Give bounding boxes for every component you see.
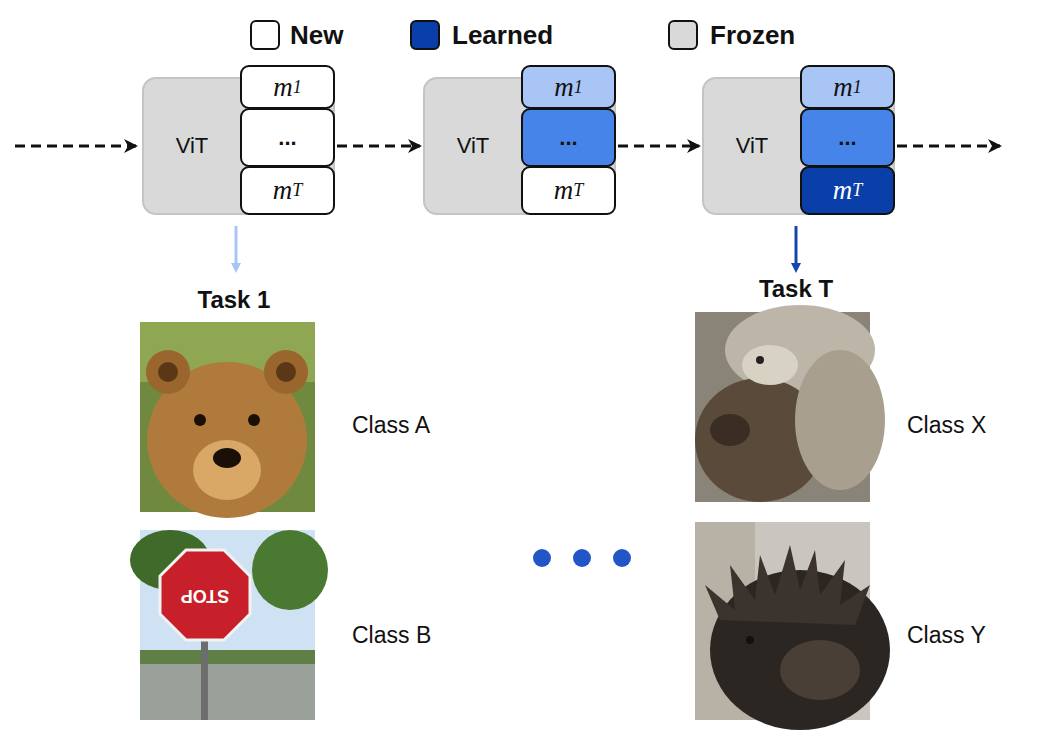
module-box: mT	[240, 166, 335, 215]
flow-arrow	[337, 145, 420, 148]
stop-sign-photo	[130, 530, 328, 720]
module-index: 1	[293, 77, 302, 98]
legend-swatch	[410, 20, 440, 50]
module-name: ...	[278, 125, 296, 151]
legend-swatch	[668, 20, 698, 50]
class-label: Class A	[352, 412, 430, 439]
class-label: Class X	[907, 412, 986, 439]
module-box: mT	[521, 166, 616, 215]
module-name: m	[273, 175, 293, 206]
module-name: m	[273, 72, 293, 103]
task-arrow	[795, 226, 798, 268]
ellipsis-dot	[613, 549, 631, 567]
block-label: ViT	[736, 133, 769, 159]
task-label: Task 1	[198, 286, 271, 314]
task-label: Task T	[759, 275, 833, 303]
module-name: ...	[838, 125, 856, 151]
module-box: m1	[800, 65, 895, 109]
input-arrow	[15, 145, 136, 148]
module-box: ...	[521, 108, 616, 167]
vit-block: ViT m 1... mT	[702, 77, 895, 215]
legend-text: Learned	[452, 20, 553, 51]
task-arrow	[235, 226, 238, 268]
output-arrow	[897, 145, 1000, 148]
block-label: ViT	[176, 133, 209, 159]
class-label: Class Y	[907, 622, 986, 649]
flow-arrow	[618, 145, 699, 148]
module-index: 1	[574, 77, 583, 98]
module-name: m	[554, 72, 574, 103]
module-box: m1	[521, 65, 616, 109]
vit-block: ViT m 1... mT	[423, 77, 616, 215]
vit-block: ViT m 1... mT	[142, 77, 335, 215]
module-index: T	[573, 180, 583, 201]
module-index: T	[292, 180, 302, 201]
module-box: m1	[240, 65, 335, 109]
bear-photo	[140, 322, 315, 518]
block-label: ViT	[457, 133, 490, 159]
module-index: T	[852, 180, 862, 201]
module-index: 1	[853, 77, 862, 98]
legend-text: New	[290, 20, 343, 51]
module-name: ...	[559, 125, 577, 151]
module-box: mT	[800, 166, 895, 215]
module-box: ...	[800, 108, 895, 167]
module-box: ...	[240, 108, 335, 167]
class-label: Class B	[352, 622, 431, 649]
porcupine-photo	[695, 522, 890, 730]
legend-text: Frozen	[710, 20, 795, 51]
ellipsis-dot	[533, 549, 551, 567]
sign-text: STOP	[181, 585, 230, 606]
module-name: m	[833, 175, 853, 206]
legend-swatch	[250, 20, 280, 50]
ellipsis-dot	[573, 549, 591, 567]
module-name: m	[554, 175, 574, 206]
sheep-photo	[695, 305, 885, 502]
module-name: m	[833, 72, 853, 103]
